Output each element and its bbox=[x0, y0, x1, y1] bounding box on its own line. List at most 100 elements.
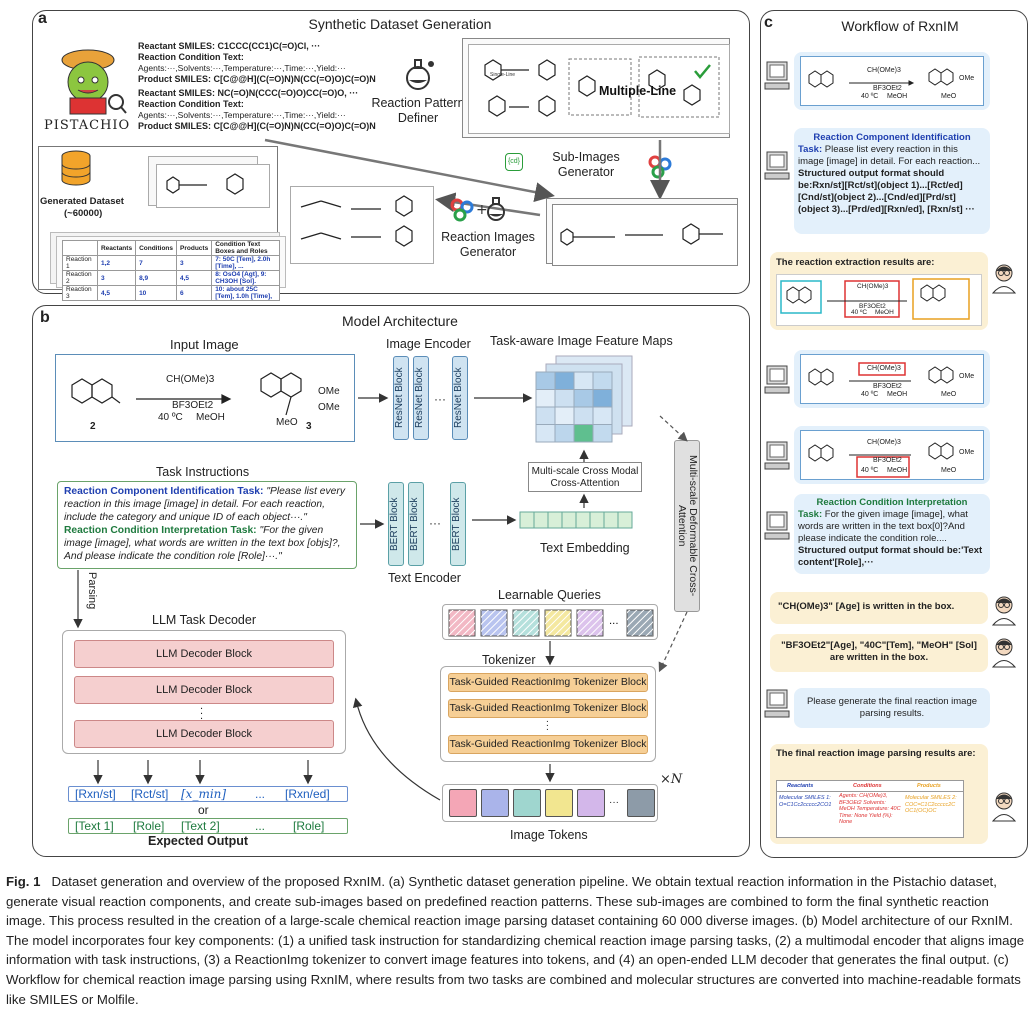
table-cell: 10 bbox=[135, 285, 178, 301]
reagent-1: CH(OMe)3 bbox=[166, 374, 215, 385]
resnet-block-label-1: ResNet Block bbox=[394, 367, 405, 429]
reaction-image: CH(OMe)3 BF3OEt2 40 ºC MeOH OMe MeO bbox=[800, 430, 984, 480]
final-results-table: Reactants Conditions Products Molecular … bbox=[776, 780, 964, 838]
text-embedding-label: Text Embedding bbox=[540, 541, 630, 555]
ellipsis: ··· bbox=[609, 797, 619, 808]
single-line-label: Single-Line bbox=[490, 72, 516, 78]
rci-body: Task: Please list every reaction in this… bbox=[798, 144, 986, 216]
temperature: 40 ºC bbox=[861, 93, 879, 100]
bert-block-3 bbox=[450, 482, 466, 566]
panel-a-title: Synthetic Dataset Generation bbox=[308, 16, 492, 32]
rcint-task-prompt: "For the given image [image], what words… bbox=[64, 525, 341, 562]
final-results-heading: The final reaction image parsing results… bbox=[776, 748, 976, 759]
dataset-table: Reactants Conditions Products Condition … bbox=[62, 240, 280, 301]
solvent: MeOH bbox=[875, 309, 894, 316]
rcint-task-message: Reaction Condition Interpretation Task: … bbox=[794, 494, 990, 574]
dataset-count: (~60000) bbox=[64, 208, 103, 219]
record-1-reactant: Reactant SMILES: C1CCC(CC1)C(=O)Cl, ··· bbox=[138, 41, 321, 51]
reagent-2: BF3OEt2 bbox=[873, 85, 902, 92]
reagent-1: CH(OMe)3 bbox=[857, 283, 889, 290]
sub-image-sheet-2 bbox=[552, 204, 738, 266]
reaction-images-generator-label: Reaction Images Generator bbox=[441, 230, 535, 259]
meo-label: MeO bbox=[941, 93, 957, 100]
text-embedding-cells bbox=[519, 510, 638, 530]
tokenizer-container bbox=[440, 666, 656, 762]
table-header-cell bbox=[62, 240, 98, 256]
rcint-format: Structured output format should be:'Text… bbox=[798, 545, 983, 568]
reaction-image-annotated: CH(OMe)3 BF3OEt2 40 ºC MeOH bbox=[776, 274, 982, 326]
resnet-block-2 bbox=[413, 356, 429, 440]
panel-b-title: Model Architecture bbox=[342, 313, 458, 329]
resnet-block-label-3: ResNet Block bbox=[453, 367, 464, 429]
learnable-queries-title: Learnable Queries bbox=[498, 588, 601, 602]
reagent-2: BF3OEt2 bbox=[172, 400, 214, 411]
input-image-box bbox=[55, 354, 355, 442]
divider bbox=[777, 791, 963, 792]
output-row-2: [Text 1] [Role] [Text 2] ... [Role] bbox=[68, 818, 348, 834]
table-cell: 3 bbox=[96, 270, 137, 286]
table-row: Reaction 2 3 8,9 4,5 8: OsO4 [Agt], 9: C… bbox=[62, 270, 280, 286]
answer-2-message: "BF3OEt2"[Age], "40C"[Tem], "MeOH" [Sol]… bbox=[770, 634, 988, 672]
table-cell: Reaction 1 bbox=[62, 255, 98, 271]
panel-b-label: b bbox=[40, 309, 50, 326]
reagent-1: CH(OMe)3 bbox=[867, 365, 901, 372]
extraction-results-heading: The reaction extraction results are: bbox=[776, 257, 935, 268]
llm-decoder-title: LLM Task Decoder bbox=[152, 613, 256, 627]
record-2: Reactant SMILES: NC(=O)N(CCC(=O)O)CC(=O)… bbox=[138, 88, 378, 132]
pistachio-mascot-icon bbox=[50, 40, 128, 118]
record-1: Reactant SMILES: C1CCC(CC1)C(=O)Cl, ··· … bbox=[138, 41, 378, 85]
llm-decoder-container bbox=[62, 630, 346, 754]
record-1-condition-head: Reaction Condition Text: bbox=[138, 52, 244, 62]
output-token: [Rct/st] bbox=[131, 787, 169, 801]
extraction-results-message: The reaction extraction results are: CH(… bbox=[770, 252, 988, 330]
svg-text:+: + bbox=[476, 202, 488, 218]
temperature: 40 ºC bbox=[851, 309, 868, 316]
table-cell: 3 bbox=[176, 255, 213, 271]
sub-images-generator-label: Sub-Images Generator bbox=[552, 150, 620, 179]
record-1-condition: Agents:···,Solvents:···,Temperature:···,… bbox=[138, 63, 346, 73]
bert-block-2 bbox=[408, 482, 424, 566]
image-token bbox=[481, 789, 509, 817]
resnet-block-label-2: ResNet Block bbox=[414, 367, 425, 429]
table-cell: 4,5 bbox=[96, 285, 137, 301]
temperature: 40 ºC bbox=[861, 391, 879, 398]
feature-maps-title: Task-aware Image Feature Maps bbox=[490, 334, 673, 348]
rcint-task-heading: Reaction Condition Interpretation Task: bbox=[64, 525, 257, 536]
rci-task-message: Reaction Component Identification Task: … bbox=[794, 128, 990, 234]
llm-decoder-block-3: LLM Decoder Block bbox=[74, 720, 334, 748]
table-cell: 7: 50C [Tem], 2.0h [Time], ... bbox=[211, 255, 280, 271]
output-token: [Text 1] bbox=[75, 819, 114, 833]
tokenizer-block-3: Task-Guided ReactionImg Tokenizer Block bbox=[448, 735, 648, 754]
bert-block-label-2: BERT Block bbox=[409, 497, 420, 551]
dataset-table-header: Reactants Conditions Products Condition … bbox=[62, 240, 280, 256]
solvent: MeOH bbox=[887, 93, 908, 100]
table-cell: 6 bbox=[176, 285, 213, 301]
table-cell: 1,2 bbox=[96, 255, 137, 271]
output-token: [x_min] bbox=[181, 787, 227, 801]
final-table-conditions-header: Conditions bbox=[853, 783, 882, 789]
panel-a-label: a bbox=[38, 10, 47, 27]
ome-label: OMe bbox=[959, 449, 975, 456]
answer-1-text: "CH(OMe)3" [Age] is written in the box. bbox=[778, 601, 955, 612]
meo-label: MeO bbox=[941, 391, 957, 398]
ome-label-2: OMe bbox=[318, 402, 340, 413]
bert-block-label-1: BERT Block bbox=[389, 497, 400, 551]
answer-1-message: "CH(OMe)3" [Age] is written in the box. bbox=[770, 592, 988, 624]
ellipsis: ··· bbox=[434, 392, 446, 406]
reagent-2: BF3OEt2 bbox=[873, 383, 902, 390]
resnet-block-3 bbox=[452, 356, 468, 440]
output-row-1: [Rxn/st] [Rct/st] [x_min] ... [Rxn/ed] bbox=[68, 786, 348, 802]
rcint-text: For the given image [image], what words … bbox=[798, 509, 968, 544]
output-token: ... bbox=[255, 819, 266, 833]
answer-2-text: "BF3OEt2"[Age], "40C"[Tem], "MeOH" [Sol]… bbox=[781, 640, 977, 663]
llm-decoder-block-2: LLM Decoder Block bbox=[74, 676, 334, 704]
image-token bbox=[545, 789, 573, 817]
figure-number: Fig. 1 bbox=[6, 874, 41, 889]
task-instructions-title: Task Instructions bbox=[156, 465, 250, 479]
input-image-title: Input Image bbox=[170, 337, 239, 352]
deformable-attention-label: Multi-scale Deformable Cross-Attention bbox=[676, 455, 699, 597]
image-token bbox=[513, 789, 541, 817]
parsing-label: Parsing bbox=[86, 572, 98, 610]
rci-task-heading: Reaction Component Identification Task: bbox=[64, 486, 264, 497]
final-table-reactants: Molecular SMILES 1: O=C1Cc2ccccc2CO1 bbox=[779, 795, 832, 808]
